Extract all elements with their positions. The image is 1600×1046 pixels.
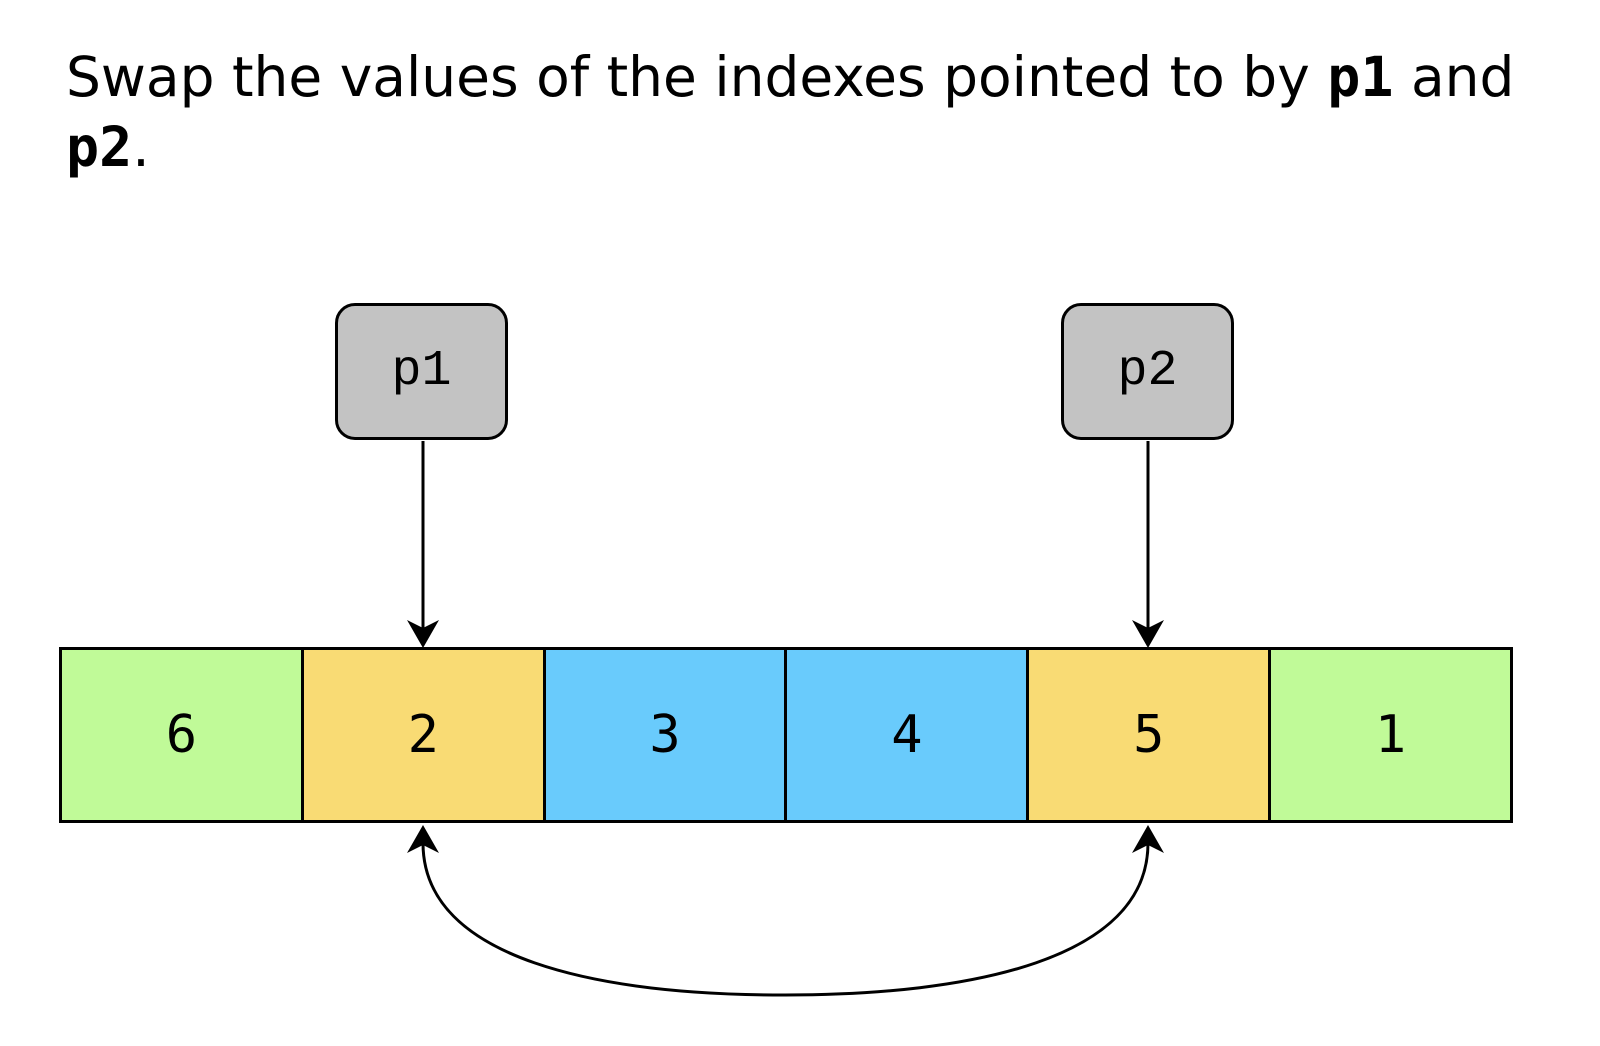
array-cell: 6 — [62, 650, 301, 820]
array-cell: 2 — [300, 650, 543, 820]
swap-arrowhead-left — [407, 825, 439, 853]
caption-p1: p1 — [1327, 45, 1394, 109]
array-cell-value: 4 — [891, 705, 923, 765]
array-cell: 5 — [1026, 650, 1269, 820]
caption: Swap the values of the indexes pointed t… — [66, 42, 1546, 182]
array-cell: 1 — [1268, 650, 1510, 820]
array-cell-value: 2 — [407, 705, 439, 765]
pointer-label-p1: p1 — [391, 343, 452, 400]
caption-text-after: . — [132, 115, 150, 179]
array: 6 2 3 4 5 1 — [59, 647, 1513, 823]
caption-text-middle: and — [1393, 45, 1515, 109]
pointer-box-p2: p2 — [1061, 303, 1234, 440]
swap-arc — [421, 842, 1150, 997]
array-cell: 4 — [784, 650, 1027, 820]
array-cell-value: 5 — [1133, 705, 1165, 765]
array-cell-value: 1 — [1374, 705, 1407, 765]
caption-text-before: Swap the values of the indexes pointed t… — [66, 45, 1328, 109]
pointer-arrowhead-p2 — [1132, 620, 1164, 648]
pointer-box-p1: p1 — [335, 303, 508, 440]
pointer-label-p2: p2 — [1117, 343, 1178, 400]
swap-arrowhead-right — [1132, 825, 1164, 853]
array-cell: 3 — [542, 650, 785, 820]
array-cell-value: 3 — [649, 705, 681, 765]
caption-p2: p2 — [66, 115, 133, 179]
array-cell-value: 6 — [165, 705, 198, 765]
pointer-arrowhead-p1 — [407, 620, 439, 648]
